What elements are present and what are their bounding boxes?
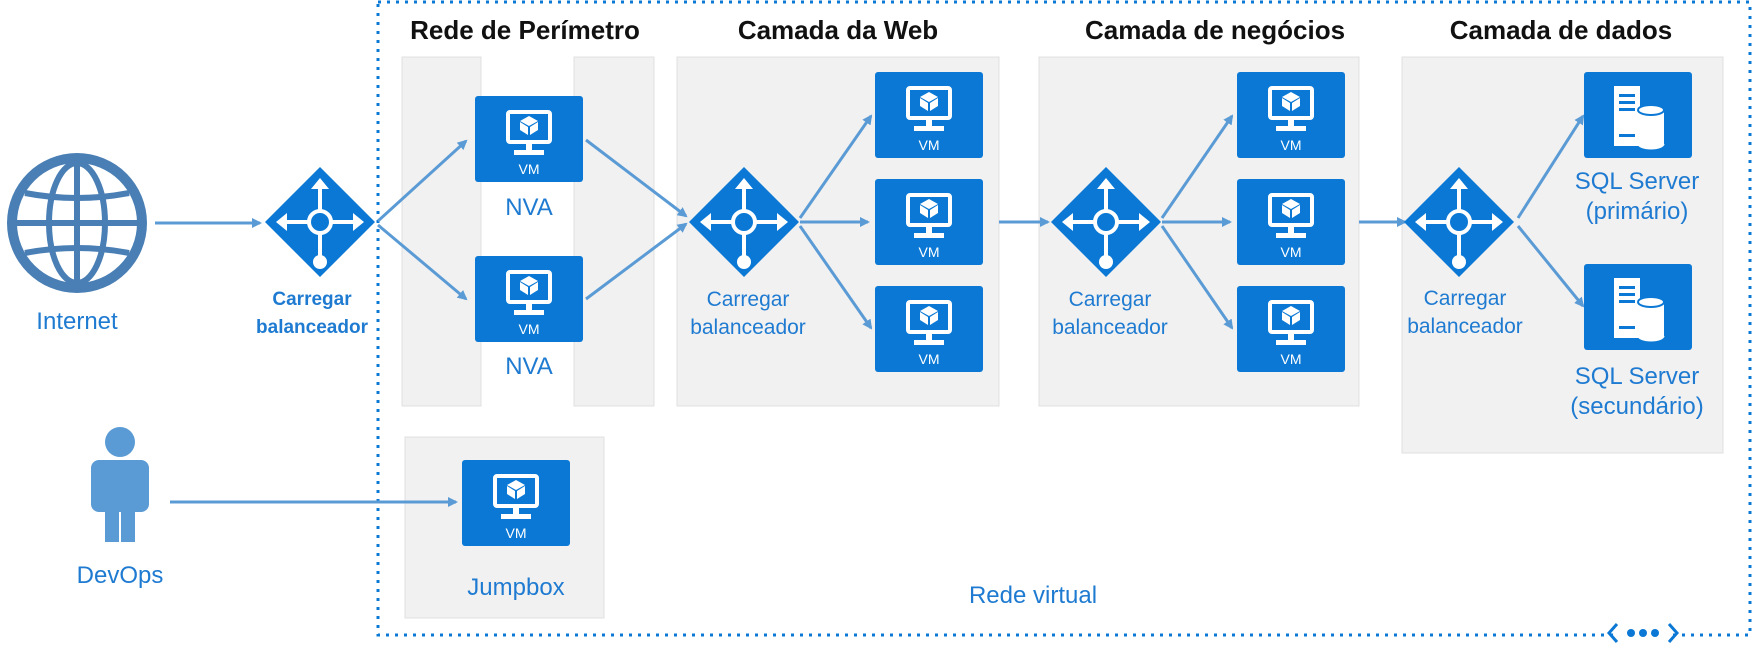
sql-primary-line2: (primário)	[1586, 198, 1689, 225]
business-vm-icon: VM	[1235, 284, 1347, 374]
lb-label-line2: balanceador	[1407, 315, 1523, 338]
sql-secondary-line1: SQL Server	[1575, 363, 1700, 390]
vm-label: VM	[1281, 244, 1302, 260]
internet-label: Internet	[36, 308, 118, 335]
lb-label-line2: balanceador	[1052, 316, 1168, 339]
sql-secondary-line2: (secundário)	[1570, 393, 1703, 420]
devops-label: DevOps	[77, 562, 164, 589]
virtual-network-border	[376, 0, 1752, 637]
vm-label: VM	[519, 161, 540, 177]
data-tier-header: Camada de dados	[1450, 15, 1673, 45]
nva-label: NVA	[505, 194, 553, 221]
lb-label-line2: balanceador	[690, 316, 806, 339]
vm-label: VM	[506, 525, 527, 541]
vm-label: VM	[1281, 351, 1302, 367]
lb-label-line1: Carregar	[1424, 287, 1507, 310]
business-tier-header: Camada de negócios	[1085, 15, 1345, 45]
jumpbox-vm-icon: VM	[460, 458, 572, 548]
sql-primary-line1: SQL Server	[1575, 168, 1700, 195]
vm-label: VM	[519, 321, 540, 337]
business-vm-icon: VM	[1235, 177, 1347, 267]
connection-arrows	[155, 114, 1585, 507]
lb-label-line2: balanceador	[256, 317, 369, 338]
lb-label-line1: Carregar	[1069, 288, 1152, 311]
nva-label: NVA	[505, 353, 553, 380]
load-balancer-icon	[263, 165, 377, 279]
virtual-network-icon	[1606, 620, 1680, 646]
vm-label: VM	[919, 137, 940, 153]
perimeter-header: Rede de Perímetro	[410, 15, 640, 45]
perimeter-panel-left	[401, 56, 482, 407]
nva-vm-icon: VM	[473, 254, 585, 344]
lb-label-line1: Carregar	[707, 288, 790, 311]
web-vm-icon: VM	[873, 70, 985, 160]
perimeter-panel-right	[573, 56, 655, 407]
web-tier-header: Camada da Web	[738, 15, 938, 45]
sql-server-icon	[1583, 263, 1693, 351]
sql-server-icon	[1583, 71, 1693, 159]
vm-label: VM	[919, 244, 940, 260]
internet-globe-icon	[7, 153, 147, 293]
nva-vm-icon: VM	[473, 94, 585, 184]
lb-label-line1: Carregar	[272, 289, 352, 310]
virtual-network-label: Rede virtual	[969, 582, 1097, 609]
jumpbox-label: Jumpbox	[467, 574, 564, 601]
vm-label: VM	[1281, 137, 1302, 153]
vm-label: VM	[919, 351, 940, 367]
devops-person-icon	[91, 427, 149, 542]
web-vm-icon: VM	[873, 177, 985, 267]
business-vm-icon: VM	[1235, 70, 1347, 160]
web-vm-icon: VM	[873, 284, 985, 374]
